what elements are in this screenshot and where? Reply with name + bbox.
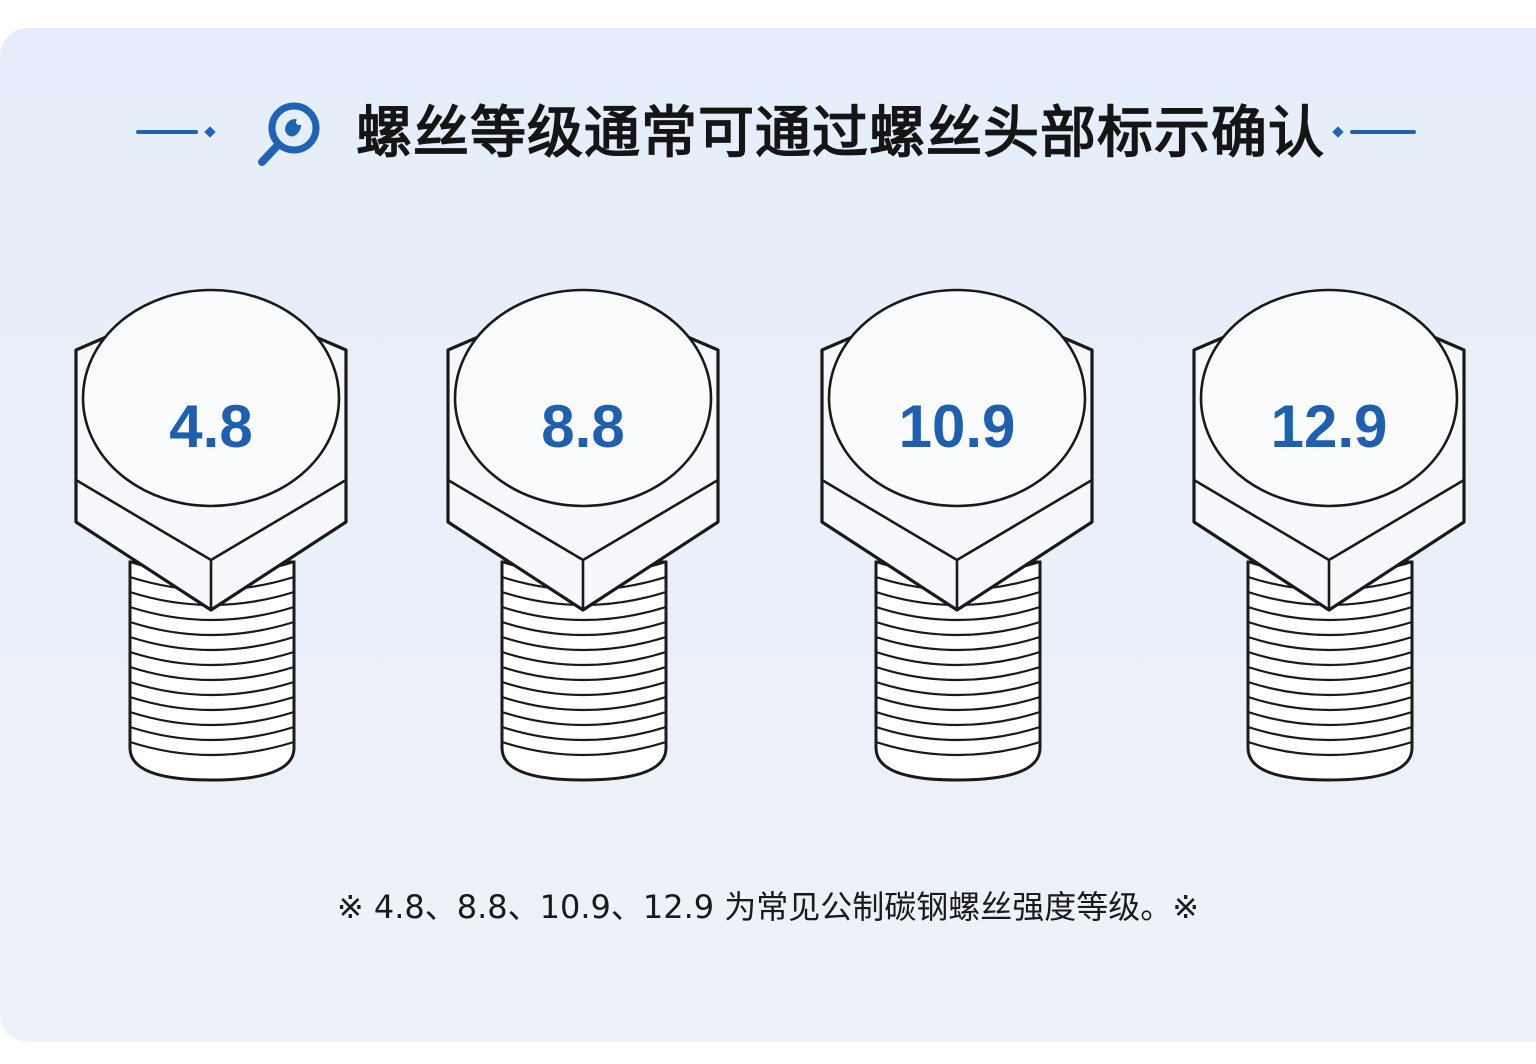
thread-line [1247, 710, 1413, 727]
title-bar: 螺丝等级通常可通过螺丝头部标示确认 [0, 92, 1536, 172]
bearing-face-circle [1199, 288, 1459, 508]
thread-line [129, 725, 295, 742]
thread-line [129, 605, 295, 622]
thread-line [501, 605, 667, 622]
thread-line [129, 665, 295, 682]
thread-line [875, 620, 1041, 637]
thread-line [1247, 635, 1413, 652]
grade-label: 4.8 [169, 393, 253, 460]
thread-line [875, 680, 1041, 697]
bolt-head [446, 288, 720, 612]
thread-line [501, 665, 667, 682]
thread-line [501, 740, 667, 757]
right-decor-line [1350, 130, 1416, 134]
thread-line [501, 725, 667, 742]
grade-label: 10.9 [898, 393, 1016, 460]
bolt-grade-8-8: 8.8 [438, 280, 728, 790]
bolt-shank [1246, 560, 1414, 782]
bearing-face-circle [827, 288, 1087, 508]
grade-label: 12.9 [1270, 393, 1388, 460]
thread-line [875, 605, 1041, 622]
thread-line [129, 710, 295, 727]
bolt-grade-12-9: 12.9 [1184, 280, 1474, 790]
thread-line [1247, 695, 1413, 712]
bolt-head [1192, 288, 1466, 612]
hex-bolt-icon [446, 288, 720, 782]
thread-line [1247, 725, 1413, 742]
left-decor-line [136, 130, 198, 134]
grade-label: 8.8 [541, 393, 625, 460]
thread-line [1247, 605, 1413, 622]
bolt-grade-10-9: 10.9 [812, 280, 1102, 790]
thread-line [875, 710, 1041, 727]
hex-bolt-icon [1192, 288, 1466, 782]
left-decor-dot [204, 126, 216, 138]
thread-line [501, 695, 667, 712]
bearing-face-circle [81, 288, 341, 508]
thread-line [501, 650, 667, 667]
thread-line [1247, 620, 1413, 637]
thread-line [501, 710, 667, 727]
thread-line [501, 680, 667, 697]
thread-line [1247, 650, 1413, 667]
thread-line [129, 740, 295, 757]
thread-line [875, 665, 1041, 682]
thread-line [875, 650, 1041, 667]
thread-line [129, 620, 295, 637]
thread-line [875, 725, 1041, 742]
thread-line [501, 620, 667, 637]
thread-line [875, 740, 1041, 757]
thread-line [1247, 665, 1413, 682]
thread-line [129, 695, 295, 712]
hex-bolt-icon [820, 288, 1094, 782]
thread-line [501, 635, 667, 652]
hex-bolt-icon [74, 288, 348, 782]
bolt-row: 4.8 8.8 10.9 12.9 [0, 280, 1536, 800]
thread-line [129, 650, 295, 667]
bearing-face-circle [453, 288, 713, 508]
bolt-head [820, 288, 1094, 612]
magnifier-icon [258, 102, 320, 166]
thread-line [1247, 740, 1413, 757]
bolt-head [74, 288, 348, 612]
thread-line [129, 635, 295, 652]
page-title: 螺丝等级通常可通过螺丝头部标示确认 [356, 101, 1325, 166]
thread-line [875, 635, 1041, 652]
bolt-grade-4-8: 4.8 [66, 280, 356, 790]
thread-line [875, 695, 1041, 712]
footer-note: ※ 4.8、8.8、10.9、12.9 为常见公制碳钢螺丝强度等级。※ [336, 888, 1200, 926]
thread-line [1247, 680, 1413, 697]
bolt-shank [128, 560, 296, 782]
thread-line [129, 680, 295, 697]
